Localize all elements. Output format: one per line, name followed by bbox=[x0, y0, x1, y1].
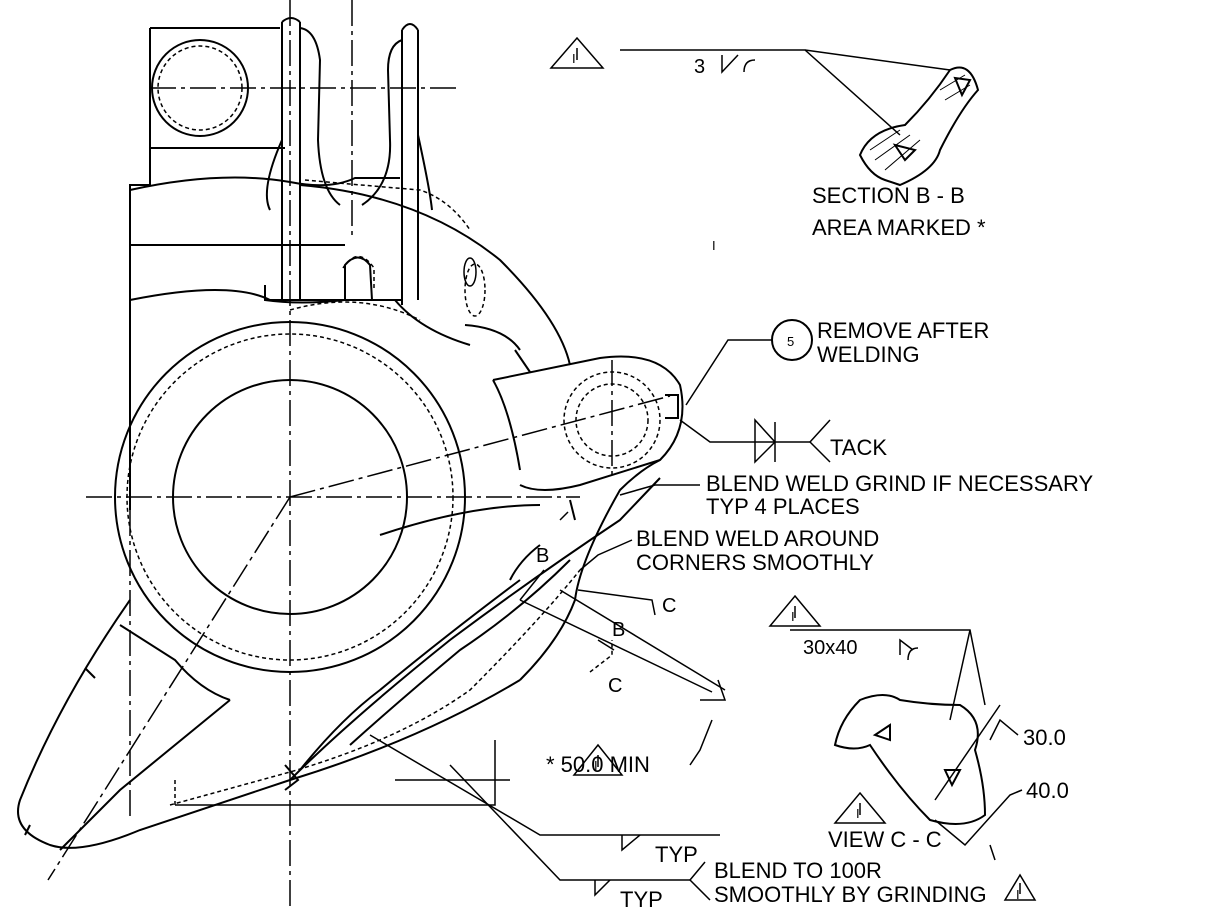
tack-weld-callout bbox=[679, 319, 831, 464]
view-cc-weld-size: 30x40 bbox=[803, 637, 858, 659]
dim-40: 40.0 bbox=[1026, 778, 1069, 803]
revision-triangle-icon bbox=[1003, 873, 1037, 901]
remove-note-line2: WELDING bbox=[817, 342, 920, 367]
section-bb-title: SECTION B - B bbox=[812, 183, 965, 208]
section-bb-area: AREA MARKED * bbox=[812, 215, 986, 240]
revision-triangle-icon bbox=[549, 36, 605, 69]
typ-label-upper: TYP bbox=[655, 842, 698, 867]
revision-marker: I bbox=[572, 51, 576, 66]
revision-marker: I bbox=[791, 609, 795, 624]
section-marks bbox=[519, 569, 727, 766]
section-mark-b-lower: B bbox=[612, 619, 625, 641]
revision-triangle-icon bbox=[572, 743, 624, 776]
section-mark-c-upper: C bbox=[662, 595, 676, 617]
blend-corners-line2: CORNERS SMOOTHLY bbox=[636, 550, 874, 575]
typ-label-lower: TYP bbox=[620, 887, 663, 909]
marker-i: I bbox=[712, 238, 716, 253]
balloon-number: 5 bbox=[787, 334, 794, 349]
view-cc-detail bbox=[768, 594, 1023, 861]
dim-30: 30.0 bbox=[1023, 725, 1066, 750]
min-dimension: * 50.0 MIN bbox=[546, 752, 650, 777]
blend-grind-line1: BLEND WELD GRIND IF NECESSARY bbox=[706, 471, 1093, 496]
blend-100r-line1: BLEND TO 100R bbox=[714, 858, 882, 883]
revision-triangle-icon bbox=[768, 594, 822, 627]
revision-marker: I bbox=[1016, 887, 1020, 902]
leader-lines bbox=[559, 484, 700, 571]
blend-corners-line1: BLEND WELD AROUND bbox=[636, 526, 879, 551]
blend-100r-line2: SMOOTHLY BY GRINDING bbox=[714, 882, 987, 907]
revision-triangle-icon bbox=[833, 791, 887, 824]
center-lines bbox=[47, 0, 671, 909]
view-cc-title: VIEW C - C bbox=[828, 827, 942, 852]
remove-note-line1: REMOVE AFTER bbox=[817, 318, 989, 343]
section-mark-c-lower: C bbox=[608, 675, 622, 697]
revision-marker: I bbox=[856, 806, 860, 821]
blend-grind-line2: TYP 4 PLACES bbox=[706, 494, 860, 519]
tack-label: TACK bbox=[830, 435, 887, 460]
upper-arm bbox=[492, 349, 684, 521]
section-bb-detail bbox=[549, 36, 980, 187]
section-mark-b-upper: B bbox=[536, 545, 549, 567]
lower-wing bbox=[17, 459, 661, 851]
typ-weld-symbols bbox=[369, 734, 1037, 901]
section-bb-weld-size: 3 bbox=[694, 56, 705, 78]
revision-marker: I bbox=[594, 758, 598, 773]
main-part bbox=[129, 17, 571, 510]
